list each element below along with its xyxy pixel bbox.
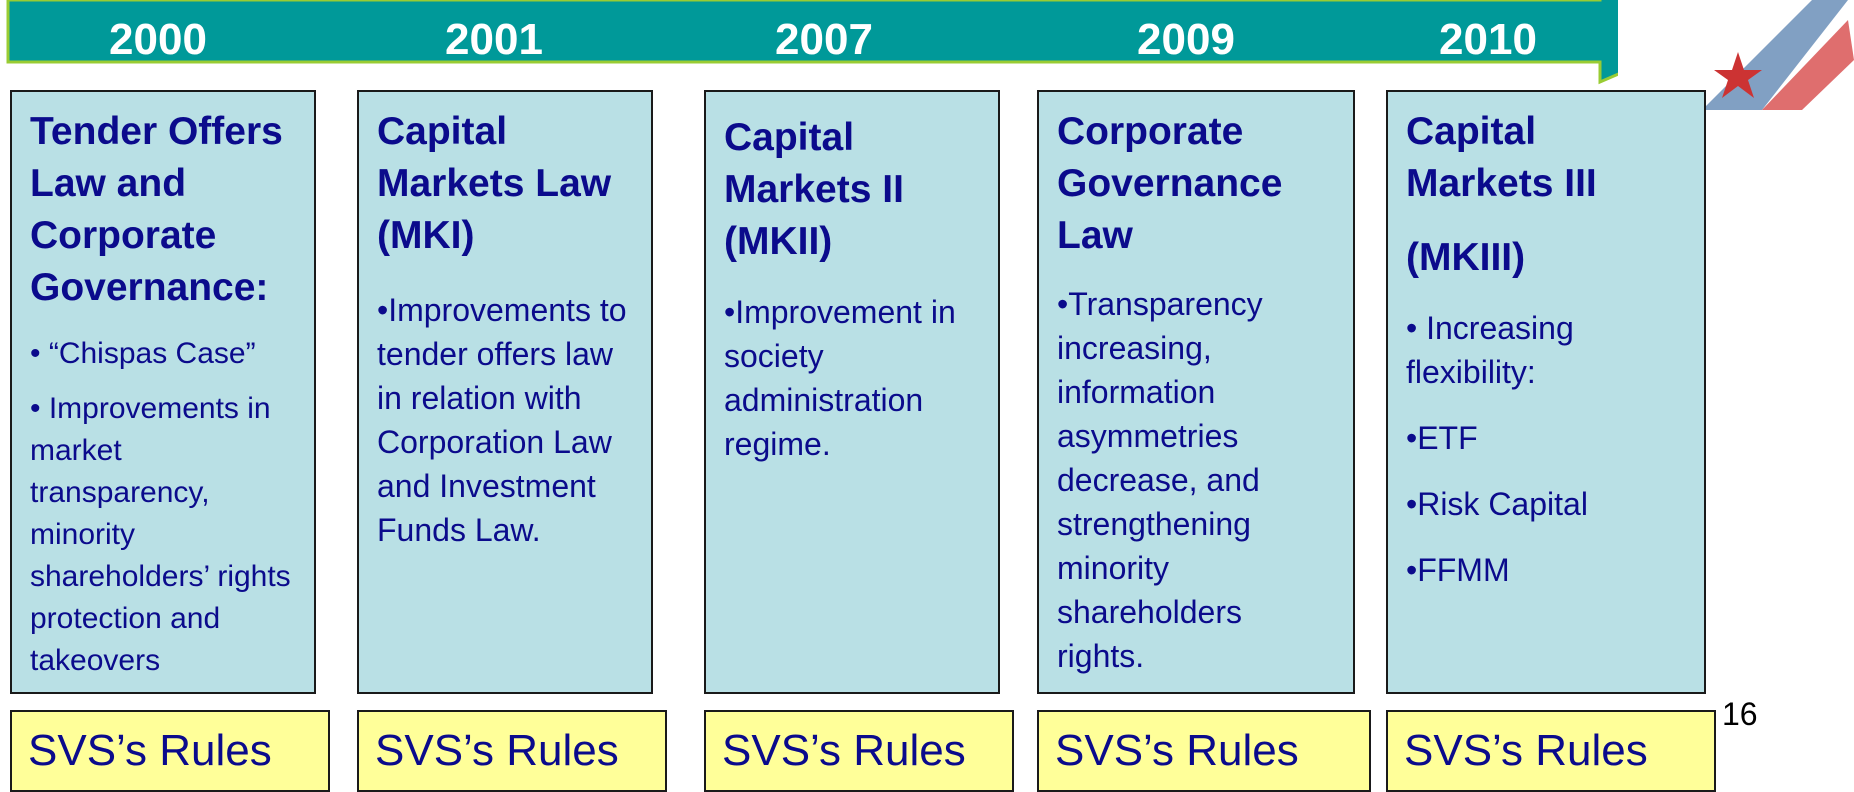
card-bullet: •Improvements to tender offers law in re… — [377, 292, 627, 548]
card-title-line: Capital — [1406, 110, 1537, 153]
law-card-2007: Capital Markets II (MKII) •Improvement i… — [704, 90, 1000, 694]
card-title-line: Law and — [30, 162, 187, 205]
card-title-line: Markets III — [1406, 162, 1597, 205]
card-title-line: Law — [1057, 214, 1133, 257]
card-bullet: •FFMM — [1406, 552, 1510, 588]
svs-rules-box: SVS’s Rules — [1037, 710, 1371, 792]
card-bullet: •Improvement in society administration r… — [724, 294, 956, 462]
year-label: 2007 — [775, 15, 873, 64]
law-card-2000: Tender Offers Law and Corporate Governan… — [10, 90, 316, 694]
card-title-line: Tender Offers — [30, 110, 283, 153]
card-title-line: Capital — [724, 116, 855, 159]
card-title-line: Markets Law — [377, 162, 612, 205]
svs-rules-box: SVS’s Rules — [1386, 710, 1716, 792]
page-number: 16 — [1722, 696, 1758, 732]
card-title-line: Capital — [377, 110, 508, 153]
law-card-2001: Capital Markets Law (MKI) •Improvements … — [357, 90, 653, 694]
card-title-line: Corporate — [1057, 110, 1244, 153]
card-bullet: • Increasing flexibility: — [1406, 310, 1574, 390]
svs-rules-box: SVS’s Rules — [10, 710, 330, 792]
svs-rules-box: SVS’s Rules — [357, 710, 667, 792]
year-label: 2009 — [1137, 15, 1235, 64]
card-title-line: Governance — [1057, 162, 1283, 205]
year-label: 2000 — [109, 15, 207, 64]
law-card-2010: Capital Markets III (MKIII) • Increasing… — [1386, 90, 1706, 694]
card-title-line: (MKII) — [724, 220, 833, 263]
card-title-line: Markets II — [724, 168, 904, 211]
card-title-line: (MKI) — [377, 214, 475, 257]
card-bullet: •ETF — [1406, 420, 1478, 456]
law-card-2009: Corporate Governance Law •Transparency i… — [1037, 90, 1355, 694]
card-bullet: •Risk Capital — [1406, 486, 1588, 522]
card-title-line: Corporate — [30, 214, 217, 257]
card-bullet: •Transparency increasing, information as… — [1057, 286, 1263, 674]
year-label: 2010 — [1439, 15, 1537, 64]
card-title-line: Governance: — [30, 266, 269, 309]
svs-rules-box: SVS’s Rules — [704, 710, 1014, 792]
card-title-line: (MKIII) — [1406, 236, 1526, 279]
card-bullet: • Improvements in market transparency, m… — [30, 392, 291, 677]
card-bullet: • “Chispas Case” — [30, 337, 256, 370]
year-label: 2001 — [445, 15, 543, 64]
